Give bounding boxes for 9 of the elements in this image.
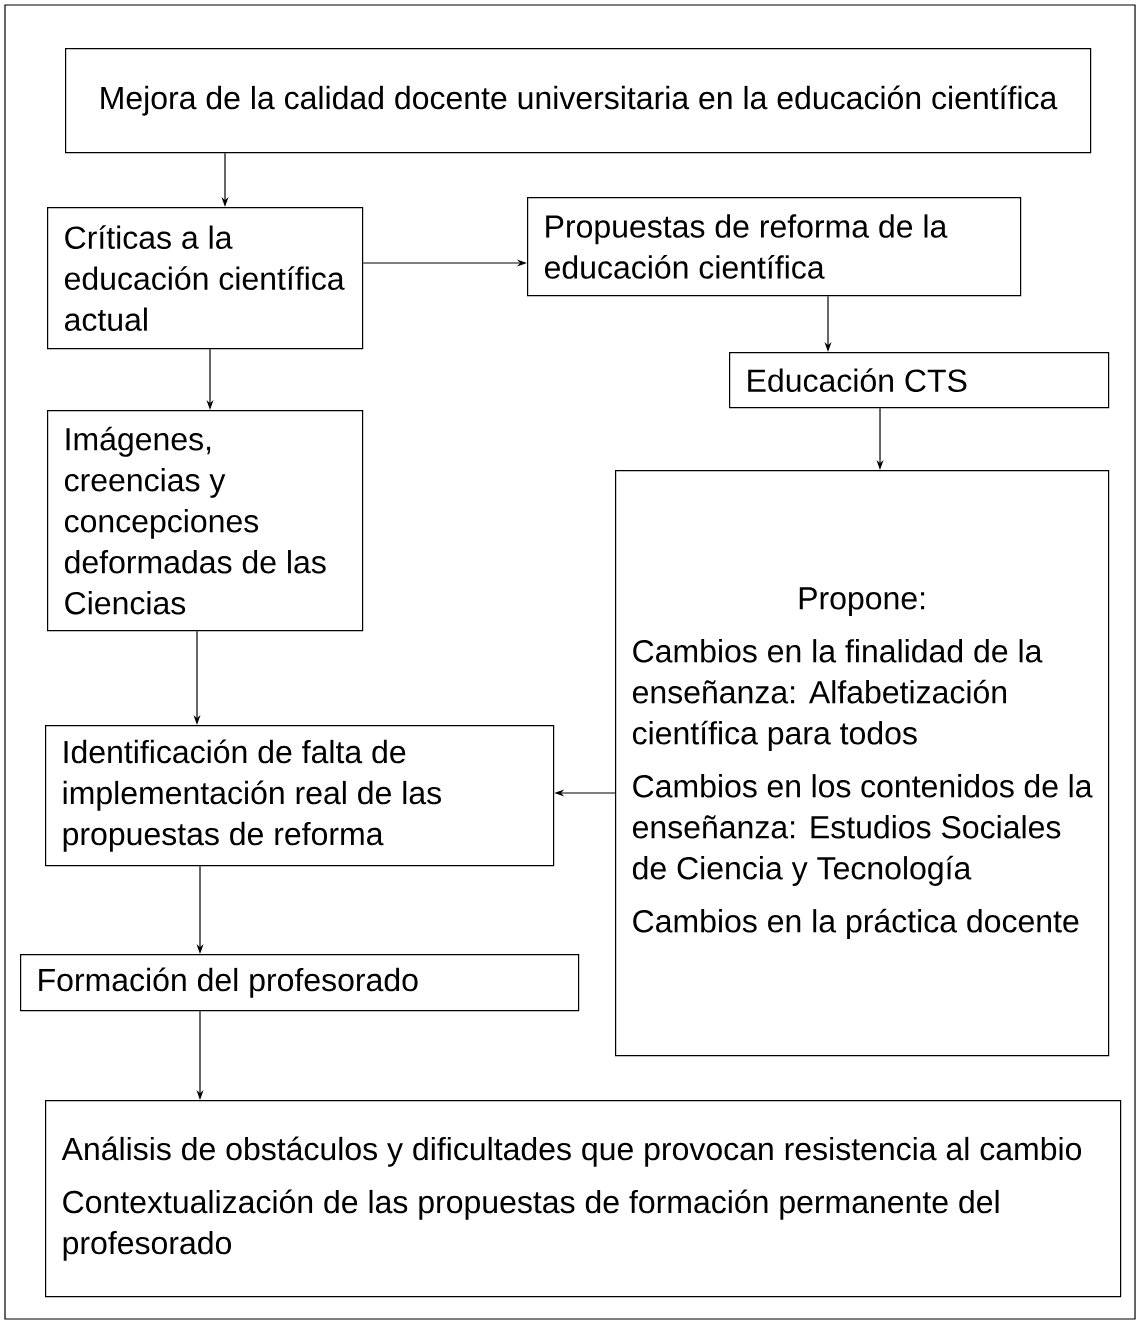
process-box: Propuestas de reforma de la educación científica <box>527 197 1022 297</box>
process-box: Críticas a la educación científica actual <box>47 207 364 350</box>
process-box: Imágenes, creencias y concepciones deformadas de las Ciencias <box>47 410 364 632</box>
process-box: Propone: Cambios en la finalidad de la enseñanza: Alfabetización científica para todos Cambios en los contenidos de la enseñanza: Estudios Sociales de Ciencia y Tecnología Cambios en la práctica docente <box>615 470 1110 1057</box>
process-box: Análisis de obstáculos y dificultades que provocan resistencia al cambio Contextualización de las propuestas de formación permanente del profesorado <box>45 1100 1122 1298</box>
process-box: Educación CTS <box>729 351 1110 409</box>
process-box: Mejora de la calidad docente universitaria en la educación científica <box>65 48 1092 154</box>
process-box: Identificación de falta de implementación real de las propuestas de reforma <box>45 725 555 867</box>
process-box: Formación del profesorado <box>20 954 580 1012</box>
